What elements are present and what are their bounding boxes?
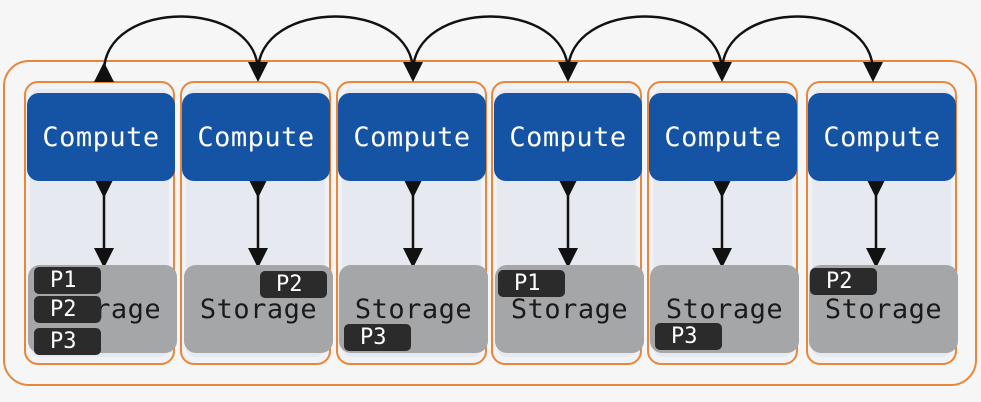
compute-box-4: Compute <box>494 93 642 181</box>
partition-badge: P1 <box>498 270 565 297</box>
compute-box-1: Compute <box>27 93 175 181</box>
partition-badge: P1 <box>34 267 101 294</box>
partition-badge: P2 <box>260 271 327 298</box>
arc-arrow-5-6 <box>720 15 883 82</box>
arc-arrow-4-5 <box>566 15 732 82</box>
partition-badge: P3 <box>655 323 722 350</box>
compute-box-2: Compute <box>182 93 330 181</box>
compute-box-3: Compute <box>338 93 486 181</box>
compute-box-5: Compute <box>649 93 797 181</box>
arc-arrow-2-3 <box>256 15 423 82</box>
cluster-boundary <box>3 60 977 386</box>
arc-arrow-3-4 <box>411 15 578 82</box>
arc-arrow-1-2 <box>93 15 268 83</box>
compute-box-6: Compute <box>808 93 956 181</box>
partition-badge: P2 <box>810 268 877 295</box>
partition-badge: P2 <box>34 296 101 323</box>
partition-badge: P3 <box>344 324 411 351</box>
partition-badge: P3 <box>34 328 101 355</box>
